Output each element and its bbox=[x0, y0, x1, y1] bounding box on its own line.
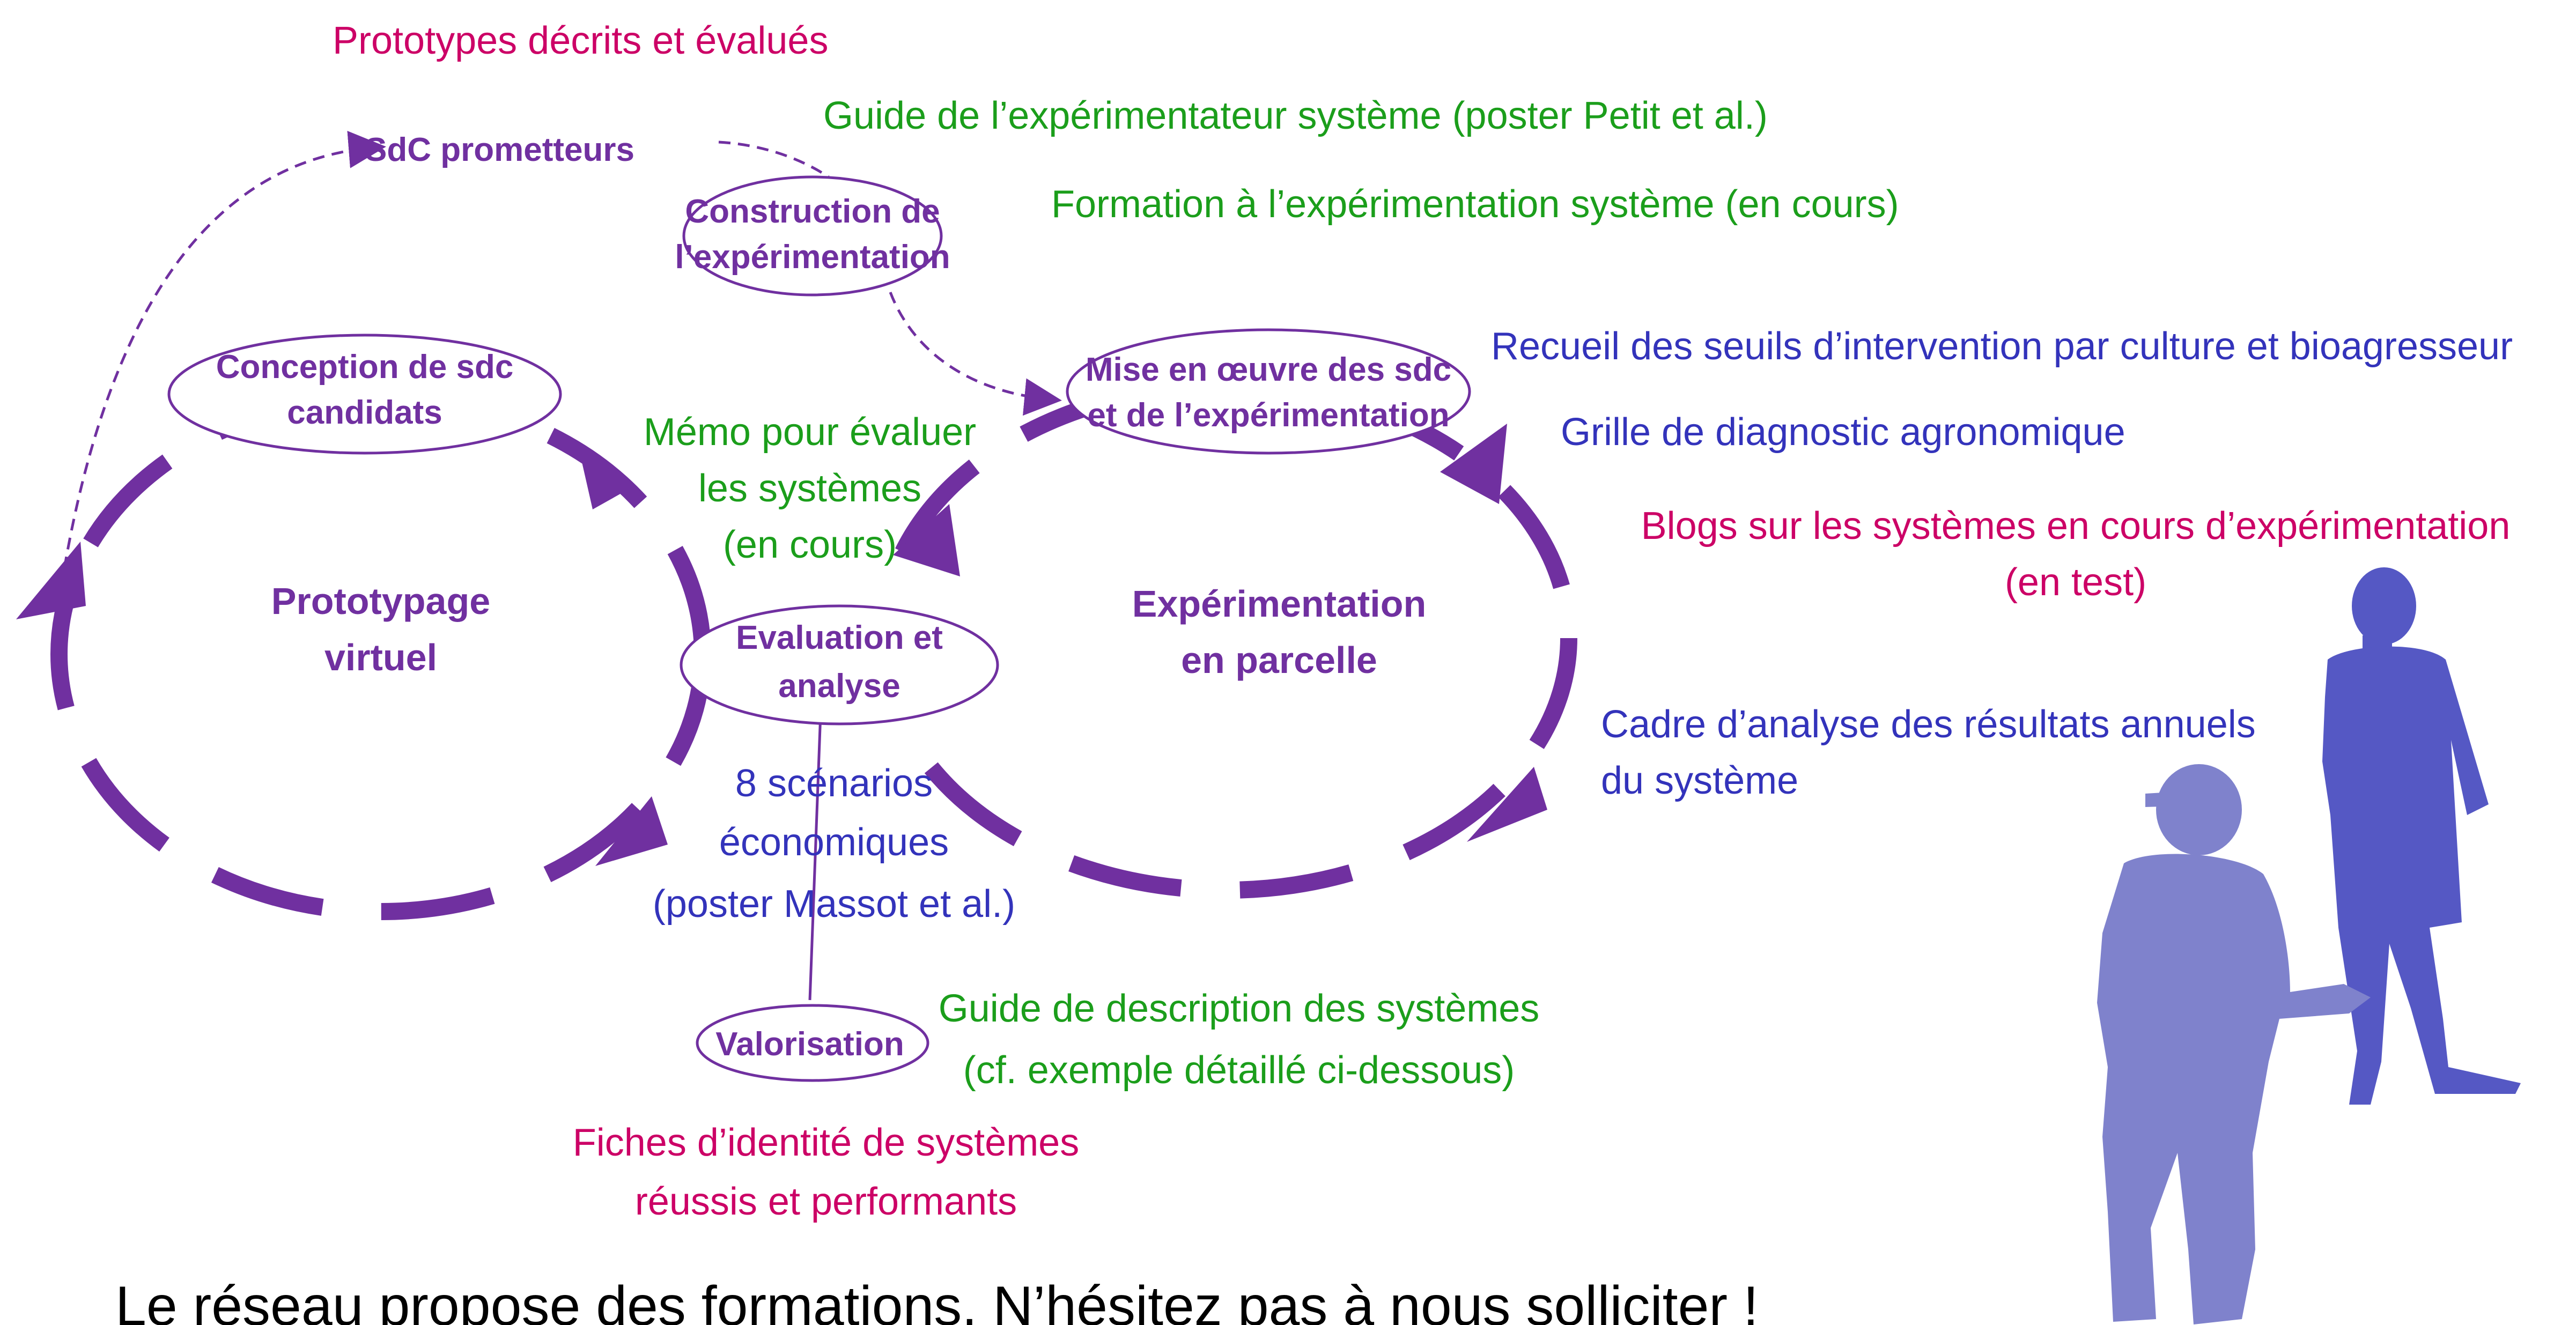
mise-label-1: Mise en œuvre des sdc bbox=[1086, 351, 1451, 388]
sdc-prometteurs-label: SdC prometteurs bbox=[365, 131, 634, 168]
evaluation-label-2: analyse bbox=[778, 668, 901, 705]
person-dark-silhouette bbox=[2322, 567, 2521, 1105]
right-cycle-arrow-topright bbox=[1440, 424, 1507, 504]
output-scenarios-3: (poster Massot et al.) bbox=[653, 883, 1015, 926]
output-recueil: Recueil des seuils d’intervention par cu… bbox=[1491, 325, 2513, 368]
output-scenarios-2: économiques bbox=[719, 821, 949, 864]
output-fiches-2: réussis et performants bbox=[635, 1180, 1017, 1223]
left-cycle-arrow-top bbox=[579, 450, 636, 509]
node-evaluation bbox=[680, 604, 999, 726]
right-cycle-label-2: en parcelle bbox=[1181, 639, 1377, 681]
output-guide-description-1: Guide de description des systèmes bbox=[939, 987, 1540, 1030]
output-blogs-1: Blogs sur les systèmes en cours d’expéri… bbox=[1641, 505, 2511, 547]
dashed-line-sdc-to-construction bbox=[718, 140, 830, 179]
output-prototypes: Prototypes décrits et évalués bbox=[333, 19, 828, 62]
output-guide-description-2: (cf. exemple détaillé ci-dessous) bbox=[963, 1049, 1515, 1092]
node-valorisation bbox=[696, 1004, 929, 1082]
mise-label-2: et de l’expérimentation bbox=[1087, 397, 1449, 434]
person-light-silhouette bbox=[2097, 764, 2371, 1324]
output-memo-1: Mémo pour évaluer bbox=[644, 411, 976, 454]
footer-text: Le réseau propose des formations. N’hési… bbox=[115, 1275, 1759, 1325]
right-cycle-arrow-left bbox=[893, 504, 960, 576]
node-mise-en-oeuvre bbox=[1066, 328, 1471, 455]
valorisation-label: Valorisation bbox=[715, 1026, 904, 1063]
output-cadre-1: Cadre d’analyse des résultats annuels bbox=[1601, 703, 2256, 746]
conception-label-1: Conception de sdc bbox=[216, 349, 514, 386]
left-cycle-arrow-bottom bbox=[595, 796, 668, 866]
evaluation-label-1: Evaluation et bbox=[736, 619, 943, 656]
output-cadre-2: du système bbox=[1601, 759, 1798, 802]
output-fiches-1: Fiches d’identité de systèmes bbox=[573, 1121, 1079, 1164]
line-evaluation-to-valorisation bbox=[808, 713, 822, 1001]
left-cycle-label-1: Prototypage bbox=[271, 580, 490, 622]
left-cycle-label-2: virtuel bbox=[324, 636, 437, 678]
right-cycle-label-1: Expérimentation bbox=[1132, 583, 1426, 625]
node-construction bbox=[682, 175, 943, 297]
output-memo-2: les systèmes bbox=[698, 467, 921, 510]
output-scenarios-1: 8 scénarios bbox=[735, 762, 933, 805]
left-cycle-arrow-left bbox=[16, 542, 86, 619]
dashed-arrow-construction-to-mise bbox=[889, 292, 1062, 416]
node-conception bbox=[167, 334, 562, 455]
output-formation: Formation à l’expérimentation système (e… bbox=[1051, 183, 1899, 226]
conception-label-2: candidats bbox=[287, 394, 442, 431]
output-grille: Grille de diagnostic agronomique bbox=[1561, 411, 2125, 454]
output-blogs-2: (en test) bbox=[2005, 561, 2146, 604]
dashed-arrow-to-sdc bbox=[63, 131, 386, 569]
output-memo-3: (en cours) bbox=[723, 523, 897, 566]
right-cycle-arrow-bottomright bbox=[1467, 767, 1547, 842]
output-guide-experimentateur: Guide de l’expérimentateur système (post… bbox=[823, 94, 1768, 137]
construction-label-1: Construction de bbox=[685, 193, 940, 230]
construction-label-2: l’expérimentation bbox=[675, 239, 950, 276]
